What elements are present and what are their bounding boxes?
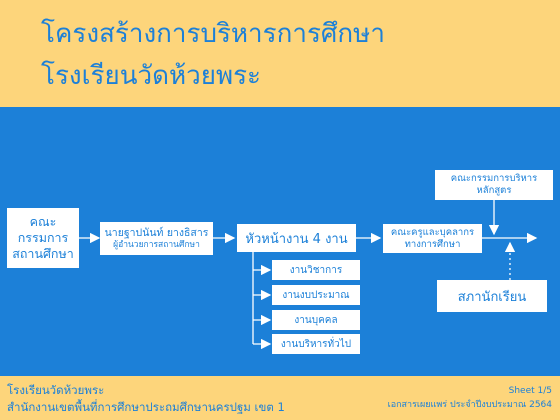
heads-box: หัวหน้างาน 4 งาน: [237, 224, 356, 252]
department-general-box: งานบริหารทั่วไป: [272, 334, 360, 354]
department-budget-label: งานงบประมาณ: [282, 289, 350, 301]
footer-band: โรงเรียนวัดห้วยพระ สำนักงานเขตพื้นที่การ…: [0, 376, 560, 420]
footer-sheet-number: Sheet 1/5: [508, 386, 552, 396]
curriculum-committee-line-1: คณะกรรมการบริหาร: [450, 173, 538, 184]
teachers-box: คณะครูและบุคลากร ทางการศึกษา: [383, 224, 482, 253]
curriculum-committee-line-2: หลักสูตร: [476, 185, 512, 196]
director-role: ผู้อำนวยการสถานศึกษา: [113, 239, 200, 250]
teachers-line-2: ทางการศึกษา: [404, 238, 461, 250]
director-name: นายฐาปนันท์ ยางธิสาร: [104, 226, 209, 239]
department-academic-box: งานวิชาการ: [272, 260, 360, 280]
director-box: นายฐาปนันท์ ยางธิสาร ผู้อำนวยการสถานศึกษ…: [100, 222, 213, 255]
department-personnel-box: งานบุคคล: [272, 310, 360, 330]
school-committee-line-3: สถานศึกษา: [12, 246, 74, 261]
department-general-label: งานบริหารทั่วไป: [280, 338, 352, 350]
department-academic-label: งานวิชาการ: [289, 264, 343, 276]
teachers-line-1: คณะครูและบุคลากร: [390, 226, 475, 238]
page-title: โครงสร้างการบริหารการศึกษา: [41, 19, 385, 49]
department-budget-box: งานงบประมาณ: [272, 285, 360, 305]
student-council-label: สภานักเรียน: [457, 289, 527, 305]
footer-document-note: เอกสารเผยแพร่ ประจำปีงบประมาณ 2564: [387, 400, 552, 410]
school-committee-box: คณะ กรรมการ สถานศึกษา: [7, 208, 79, 268]
header-band: โครงสร้างการบริหารการศึกษา โรงเรียนวัดห้…: [0, 0, 560, 107]
department-personnel-label: งานบุคคล: [294, 314, 338, 326]
school-committee-line-2: กรรมการ: [17, 230, 69, 245]
curriculum-committee-box: คณะกรรมการบริหาร หลักสูตร: [435, 170, 553, 200]
school-committee-line-1: คณะ: [29, 214, 57, 229]
student-council-box: สภานักเรียน: [437, 280, 547, 312]
footer-office-name: สำนักงานเขตพื้นที่การศึกษาประถมศึกษานครป…: [7, 400, 285, 414]
footer-school-name: โรงเรียนวัดห้วยพระ: [7, 383, 105, 397]
heads-label: หัวหน้างาน 4 งาน: [245, 231, 348, 247]
page-subtitle: โรงเรียนวัดห้วยพระ: [41, 61, 262, 91]
